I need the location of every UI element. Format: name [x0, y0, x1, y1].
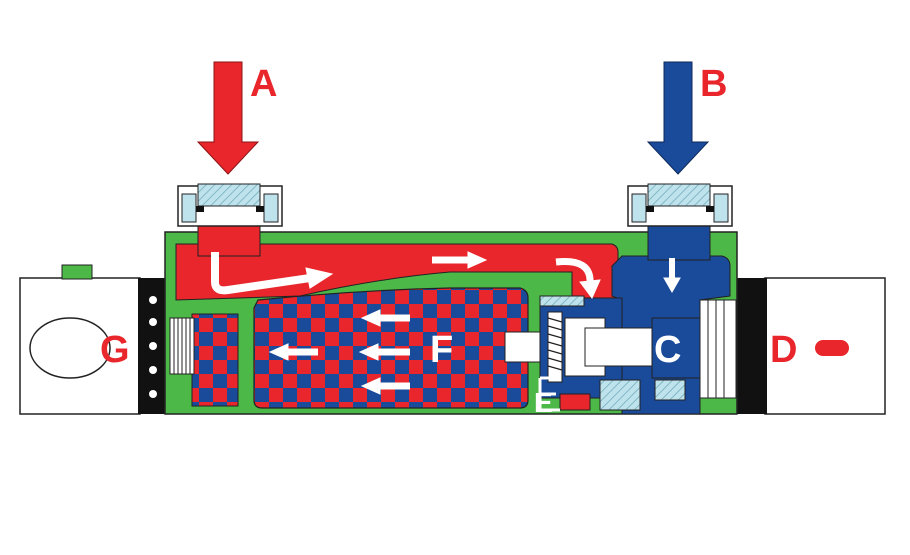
flow-arrows — [211, 251, 681, 395]
hot-flow-arrow-elbow — [211, 252, 311, 295]
left-end-cap — [19, 264, 168, 415]
label-c: C — [654, 329, 681, 371]
hot-inlet-arrow — [196, 61, 260, 175]
label-f: F — [430, 329, 453, 371]
mixing-chamber — [253, 287, 529, 409]
label-b: B — [700, 63, 727, 105]
hot-flow-arrow-head — [305, 267, 334, 289]
hot-water-channel — [175, 243, 619, 301]
label-e: E — [534, 387, 553, 418]
right-end-cap — [735, 277, 886, 415]
hot-flow-arrow-curve — [555, 257, 594, 285]
outlet-slot — [815, 340, 849, 356]
label-d: D — [770, 329, 797, 371]
handle-knob — [29, 317, 111, 379]
cold-inlet-arrow — [646, 61, 710, 175]
left-mixing-plug — [191, 313, 239, 407]
left-fitting — [169, 317, 195, 375]
cold-inlet-coupling — [627, 183, 733, 227]
e-bracket — [538, 376, 560, 412]
label-g: G — [100, 329, 130, 371]
top-tab — [61, 264, 93, 280]
hot-inlet-coupling — [177, 183, 283, 227]
label-a: A — [250, 63, 277, 105]
thermostatic-cartridge — [504, 295, 737, 411]
right-black-band — [735, 278, 767, 414]
